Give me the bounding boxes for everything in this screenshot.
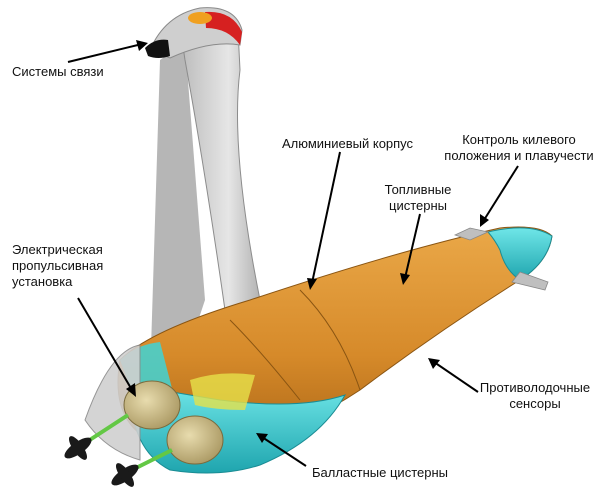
propeller-upper	[64, 436, 92, 460]
arrowheads	[126, 40, 489, 443]
arrow-comm	[67, 43, 143, 63]
motor-lower	[166, 415, 224, 465]
inner-compartment	[190, 373, 255, 410]
fin-bottom	[511, 271, 549, 291]
antenna-red	[205, 11, 242, 46]
label-aluminum-hull: Алюминиевый корпус	[282, 136, 414, 151]
label-comm-systems: Системы связи	[12, 64, 104, 79]
arrow-sensors	[433, 361, 479, 393]
label-antisub-sensors-line2: сенсоры	[509, 396, 561, 411]
antenna-orange	[188, 12, 212, 24]
label-keel-control-line2: положения и плавучести	[444, 148, 594, 163]
arrowhead-keel	[480, 214, 489, 227]
arrowhead-ballast	[256, 433, 268, 443]
propeller-lower	[111, 463, 139, 487]
tail-cone	[84, 344, 141, 461]
label-keel-control-line1: Контроль килевого	[462, 132, 576, 147]
label-electric-propulsion-line2: пропульсивная	[12, 258, 104, 273]
label-fuel-tanks-line2: цистерны	[389, 198, 447, 213]
mast-rear-strut	[150, 42, 205, 380]
arrow-propulsion	[77, 297, 133, 391]
arrowhead-aluminum	[307, 278, 317, 290]
arrow-aluminum	[311, 151, 341, 284]
arrowhead-propulsion	[126, 383, 136, 397]
hull-seam-2	[229, 319, 301, 401]
fin-top	[453, 227, 490, 241]
arrowhead-comm	[136, 40, 148, 51]
label-electric-propulsion-line1: Электрическая	[12, 242, 103, 257]
label-keel-control: Контроль килевого положения и плавучести	[440, 132, 598, 164]
label-fuel-tanks-line1: Топливные	[384, 182, 452, 197]
label-antisub-sensors-line1: Противолодочные	[479, 380, 591, 395]
label-electric-propulsion: Электрическая пропульсивная установка	[12, 242, 103, 290]
motor-upper	[123, 380, 181, 430]
label-ballast-tanks: Балластные цистерны	[312, 465, 448, 480]
label-fuel-tanks: Топливные цистерны	[370, 182, 466, 214]
arrows	[67, 43, 519, 467]
label-electric-propulsion-line3: установка	[12, 274, 73, 289]
comm-tip	[145, 39, 170, 58]
arrow-ballast	[261, 436, 307, 467]
arrowhead-sensors	[428, 358, 440, 369]
label-antisub-sensors: Противолодочные сенсоры	[474, 380, 596, 412]
hull-seam-1	[299, 289, 361, 391]
arrow-keel	[483, 165, 519, 221]
arrowhead-fuel	[400, 273, 410, 285]
arrow-fuel	[404, 213, 421, 279]
